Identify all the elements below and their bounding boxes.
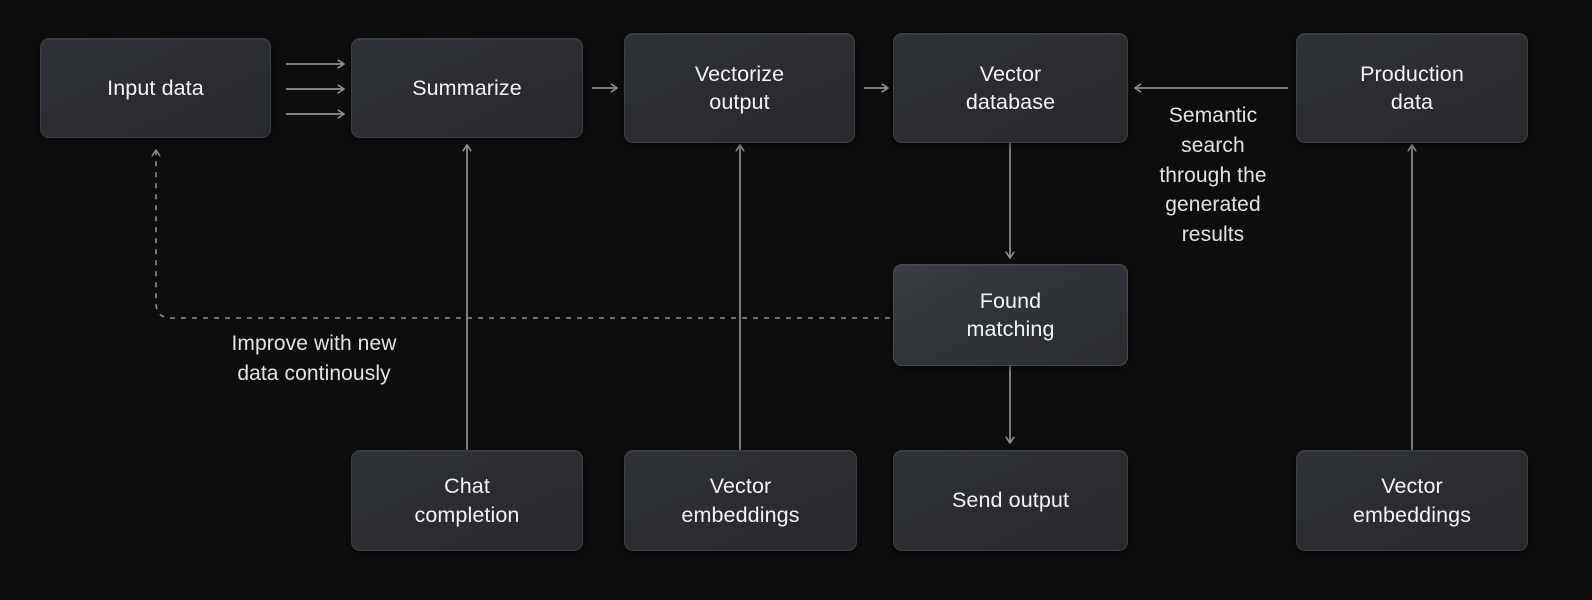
node-send-output-label: Send output (951, 488, 1070, 513)
node-vector-embeddings-left-label: Vector embeddings (681, 474, 800, 527)
node-vector-embeddings-right-label: Vector embeddings (1352, 474, 1472, 527)
node-vectorize-output[interactable]: Vectorize output (624, 33, 855, 143)
node-summarize-label: Summarize (412, 75, 522, 100)
node-vectorize-output-label: Vectorize output (694, 61, 785, 114)
node-send-output[interactable]: Send output (893, 450, 1128, 551)
edge-label-semantic-search: Semantic search through the generated re… (1159, 104, 1267, 247)
node-input-data-label: Input data (107, 75, 204, 100)
edge-found-matching-to-input-dashed (151, 149, 890, 319)
node-chat-completion-label: Chat completion (414, 474, 520, 527)
node-summarize[interactable]: Summarize (351, 38, 583, 138)
node-production-data[interactable]: Production data (1296, 33, 1528, 143)
node-found-matching-label: Found matching (966, 288, 1055, 341)
node-vector-embeddings-right[interactable]: Vector embeddings (1296, 450, 1528, 551)
node-input-data[interactable]: Input data (40, 38, 271, 138)
node-vector-database[interactable]: Vector database (893, 33, 1128, 143)
node-production-data-label: Production data (1360, 61, 1464, 114)
node-found-matching[interactable]: Found matching (893, 264, 1128, 366)
node-vector-database-label: Vector database (965, 61, 1056, 114)
node-vector-embeddings-left[interactable]: Vector embeddings (624, 450, 857, 551)
edge-label-improve-loop: Improve with new data continously (231, 332, 397, 385)
node-chat-completion[interactable]: Chat completion (351, 450, 583, 551)
